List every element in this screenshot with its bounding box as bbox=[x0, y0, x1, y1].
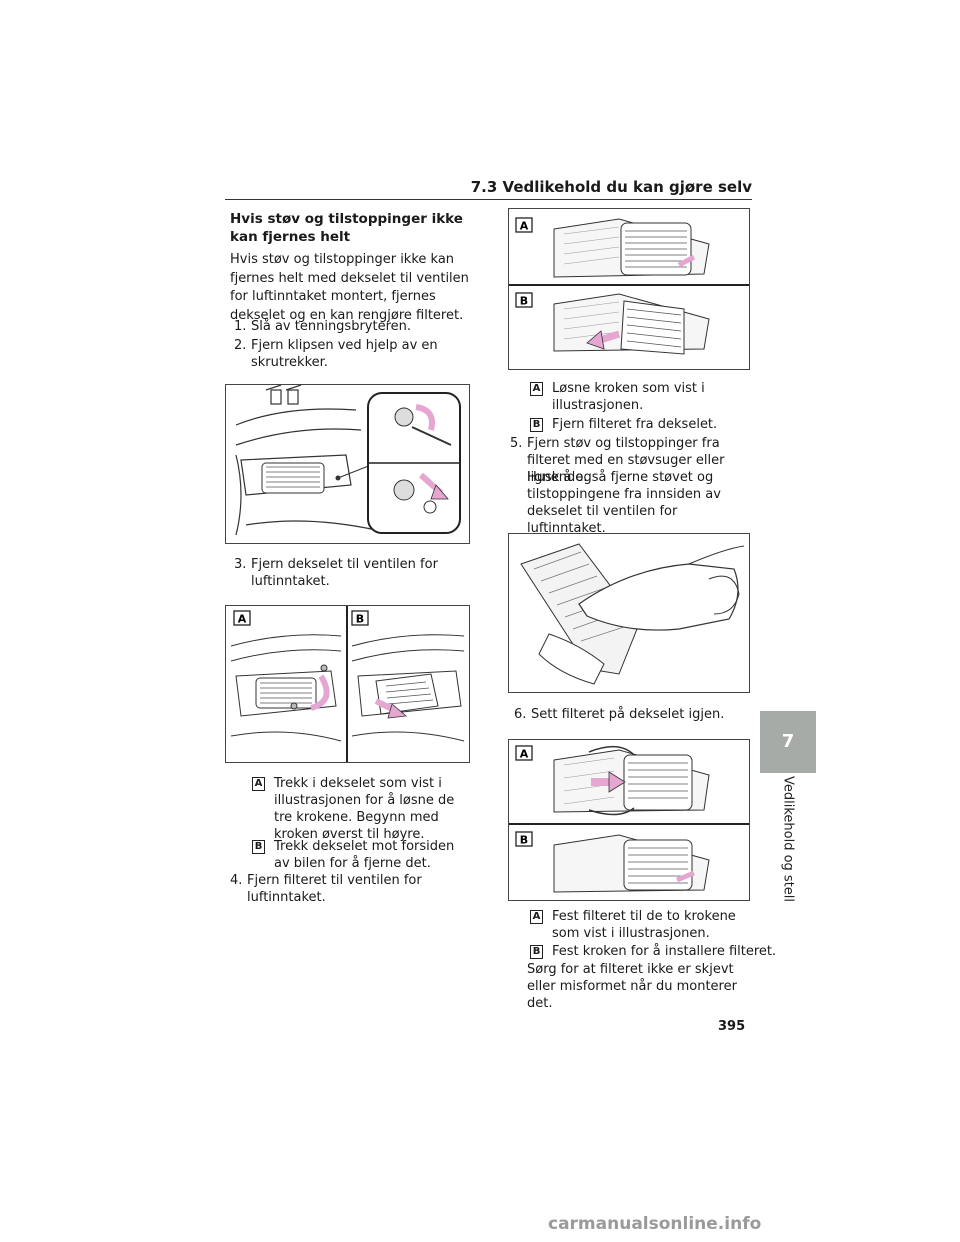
step-3-substep-b: B Trekk dekselet mot forsiden av bilen f… bbox=[252, 838, 474, 874]
figure-vacuum-cleaning bbox=[508, 533, 750, 693]
step-4-substep-a: A Løsne kroken som vist i illustrasjonen… bbox=[530, 380, 750, 416]
closing-note: Sørg for at filteret ikke er skjevt elle… bbox=[527, 962, 737, 1011]
step-4: 4. Fjern filteret til ventilen for lufti… bbox=[230, 872, 470, 908]
section-heading: Hvis støv og tilstoppinger ikke kan fjer… bbox=[230, 211, 463, 245]
figure-label-b: B bbox=[520, 834, 528, 847]
step-text: Fjern filteret til ventilen for luftinnt… bbox=[247, 873, 422, 905]
figure-label-a: A bbox=[238, 613, 247, 626]
figure-clip-removal bbox=[225, 384, 470, 544]
step-number: 4. bbox=[230, 873, 243, 888]
substep-label-a: A bbox=[530, 382, 543, 396]
filter-removal-illustration: A B bbox=[509, 217, 749, 355]
step-3: 3. Fjern dekselet til ventilen for lufti… bbox=[234, 556, 474, 592]
substep-label-b: B bbox=[252, 840, 265, 854]
step-number: 3. bbox=[234, 557, 247, 572]
substep-text: Trekk i dekselet som vist i illustrasjon… bbox=[274, 776, 455, 842]
figure-filter-removal: A B bbox=[508, 208, 750, 370]
step-number: 6. bbox=[514, 707, 527, 722]
step-6: 6. Sett filteret på dekselet igjen. bbox=[514, 706, 750, 724]
step-6-substep-b: B Fest kroken for å installere filteret. bbox=[530, 943, 777, 961]
step-text: Slå av tenningsbryteren. bbox=[251, 319, 412, 334]
substep-text: Fest filteret til de to krokene som vist… bbox=[552, 909, 736, 941]
clip-removal-illustration bbox=[235, 385, 461, 536]
section-header: 7.3 Vedlikehold du kan gjøre selv bbox=[470, 178, 752, 196]
page-number: 395 bbox=[718, 1019, 746, 1034]
step-text: Fjern klipsen ved hjelp av en skrutrekke… bbox=[251, 338, 438, 370]
figure-label-b: B bbox=[356, 613, 364, 626]
substep-label-b: B bbox=[530, 418, 543, 432]
vacuum-cleaning-illustration bbox=[520, 543, 745, 685]
figure-cover-removal: A B bbox=[225, 605, 470, 763]
step-number: 5. bbox=[510, 436, 523, 451]
step-4-substep-b: B Fjern filteret fra dekselet. bbox=[530, 416, 750, 434]
substep-label-a: A bbox=[252, 777, 265, 791]
step-text: Fjern støv og tilstoppinger fra filteret… bbox=[527, 436, 725, 485]
figure-label-a: A bbox=[520, 748, 529, 761]
chapter-tab[interactable]: 7 bbox=[760, 711, 816, 773]
step-number: 2. bbox=[234, 338, 247, 353]
step-1: 1. Slå av tenningsbryteren. bbox=[234, 318, 474, 336]
step-5-note: Husk å også fjerne støvet og tilstopping… bbox=[527, 470, 721, 536]
substep-text: Fest kroken for å installere filteret. bbox=[552, 944, 777, 959]
substep-text: Trekk dekselet mot forsiden av bilen for… bbox=[274, 839, 455, 871]
figure-label-b: B bbox=[520, 295, 528, 308]
cover-removal-illustration: A B bbox=[230, 606, 465, 762]
header-divider bbox=[225, 199, 752, 200]
substep-label-b: B bbox=[530, 945, 543, 959]
substep-label-a: A bbox=[530, 910, 543, 924]
step-3-substep-a: A Trekk i dekselet som vist i illustrasj… bbox=[252, 775, 474, 842]
substep-text: Fjern filteret fra dekselet. bbox=[552, 417, 718, 432]
step-5: 5. Fjern støv og tilstoppinger fra filte… bbox=[510, 435, 750, 485]
watermark: carmanualsonline.info bbox=[548, 1214, 762, 1234]
step-2: 2. Fjern klipsen ved hjelp av en skrutre… bbox=[234, 337, 474, 373]
filter-installation-illustration: A B bbox=[509, 745, 749, 893]
step-6-substep-a: A Fest filteret til de to krokene som vi… bbox=[530, 908, 750, 944]
figure-label-a: A bbox=[520, 220, 529, 233]
substep-text: Løsne kroken som vist i illustrasjonen. bbox=[552, 381, 705, 413]
step-number: 1. bbox=[234, 319, 247, 334]
figure-filter-installation: A B bbox=[508, 739, 750, 901]
chapter-label: Vedlikehold og stell bbox=[780, 775, 796, 903]
intro-paragraph: Hvis støv og tilstoppinger ikke kan fjer… bbox=[230, 252, 469, 323]
step-text: Fjern dekselet til ventilen for luftinnt… bbox=[251, 557, 438, 589]
step-text: Sett filteret på dekselet igjen. bbox=[531, 707, 725, 722]
